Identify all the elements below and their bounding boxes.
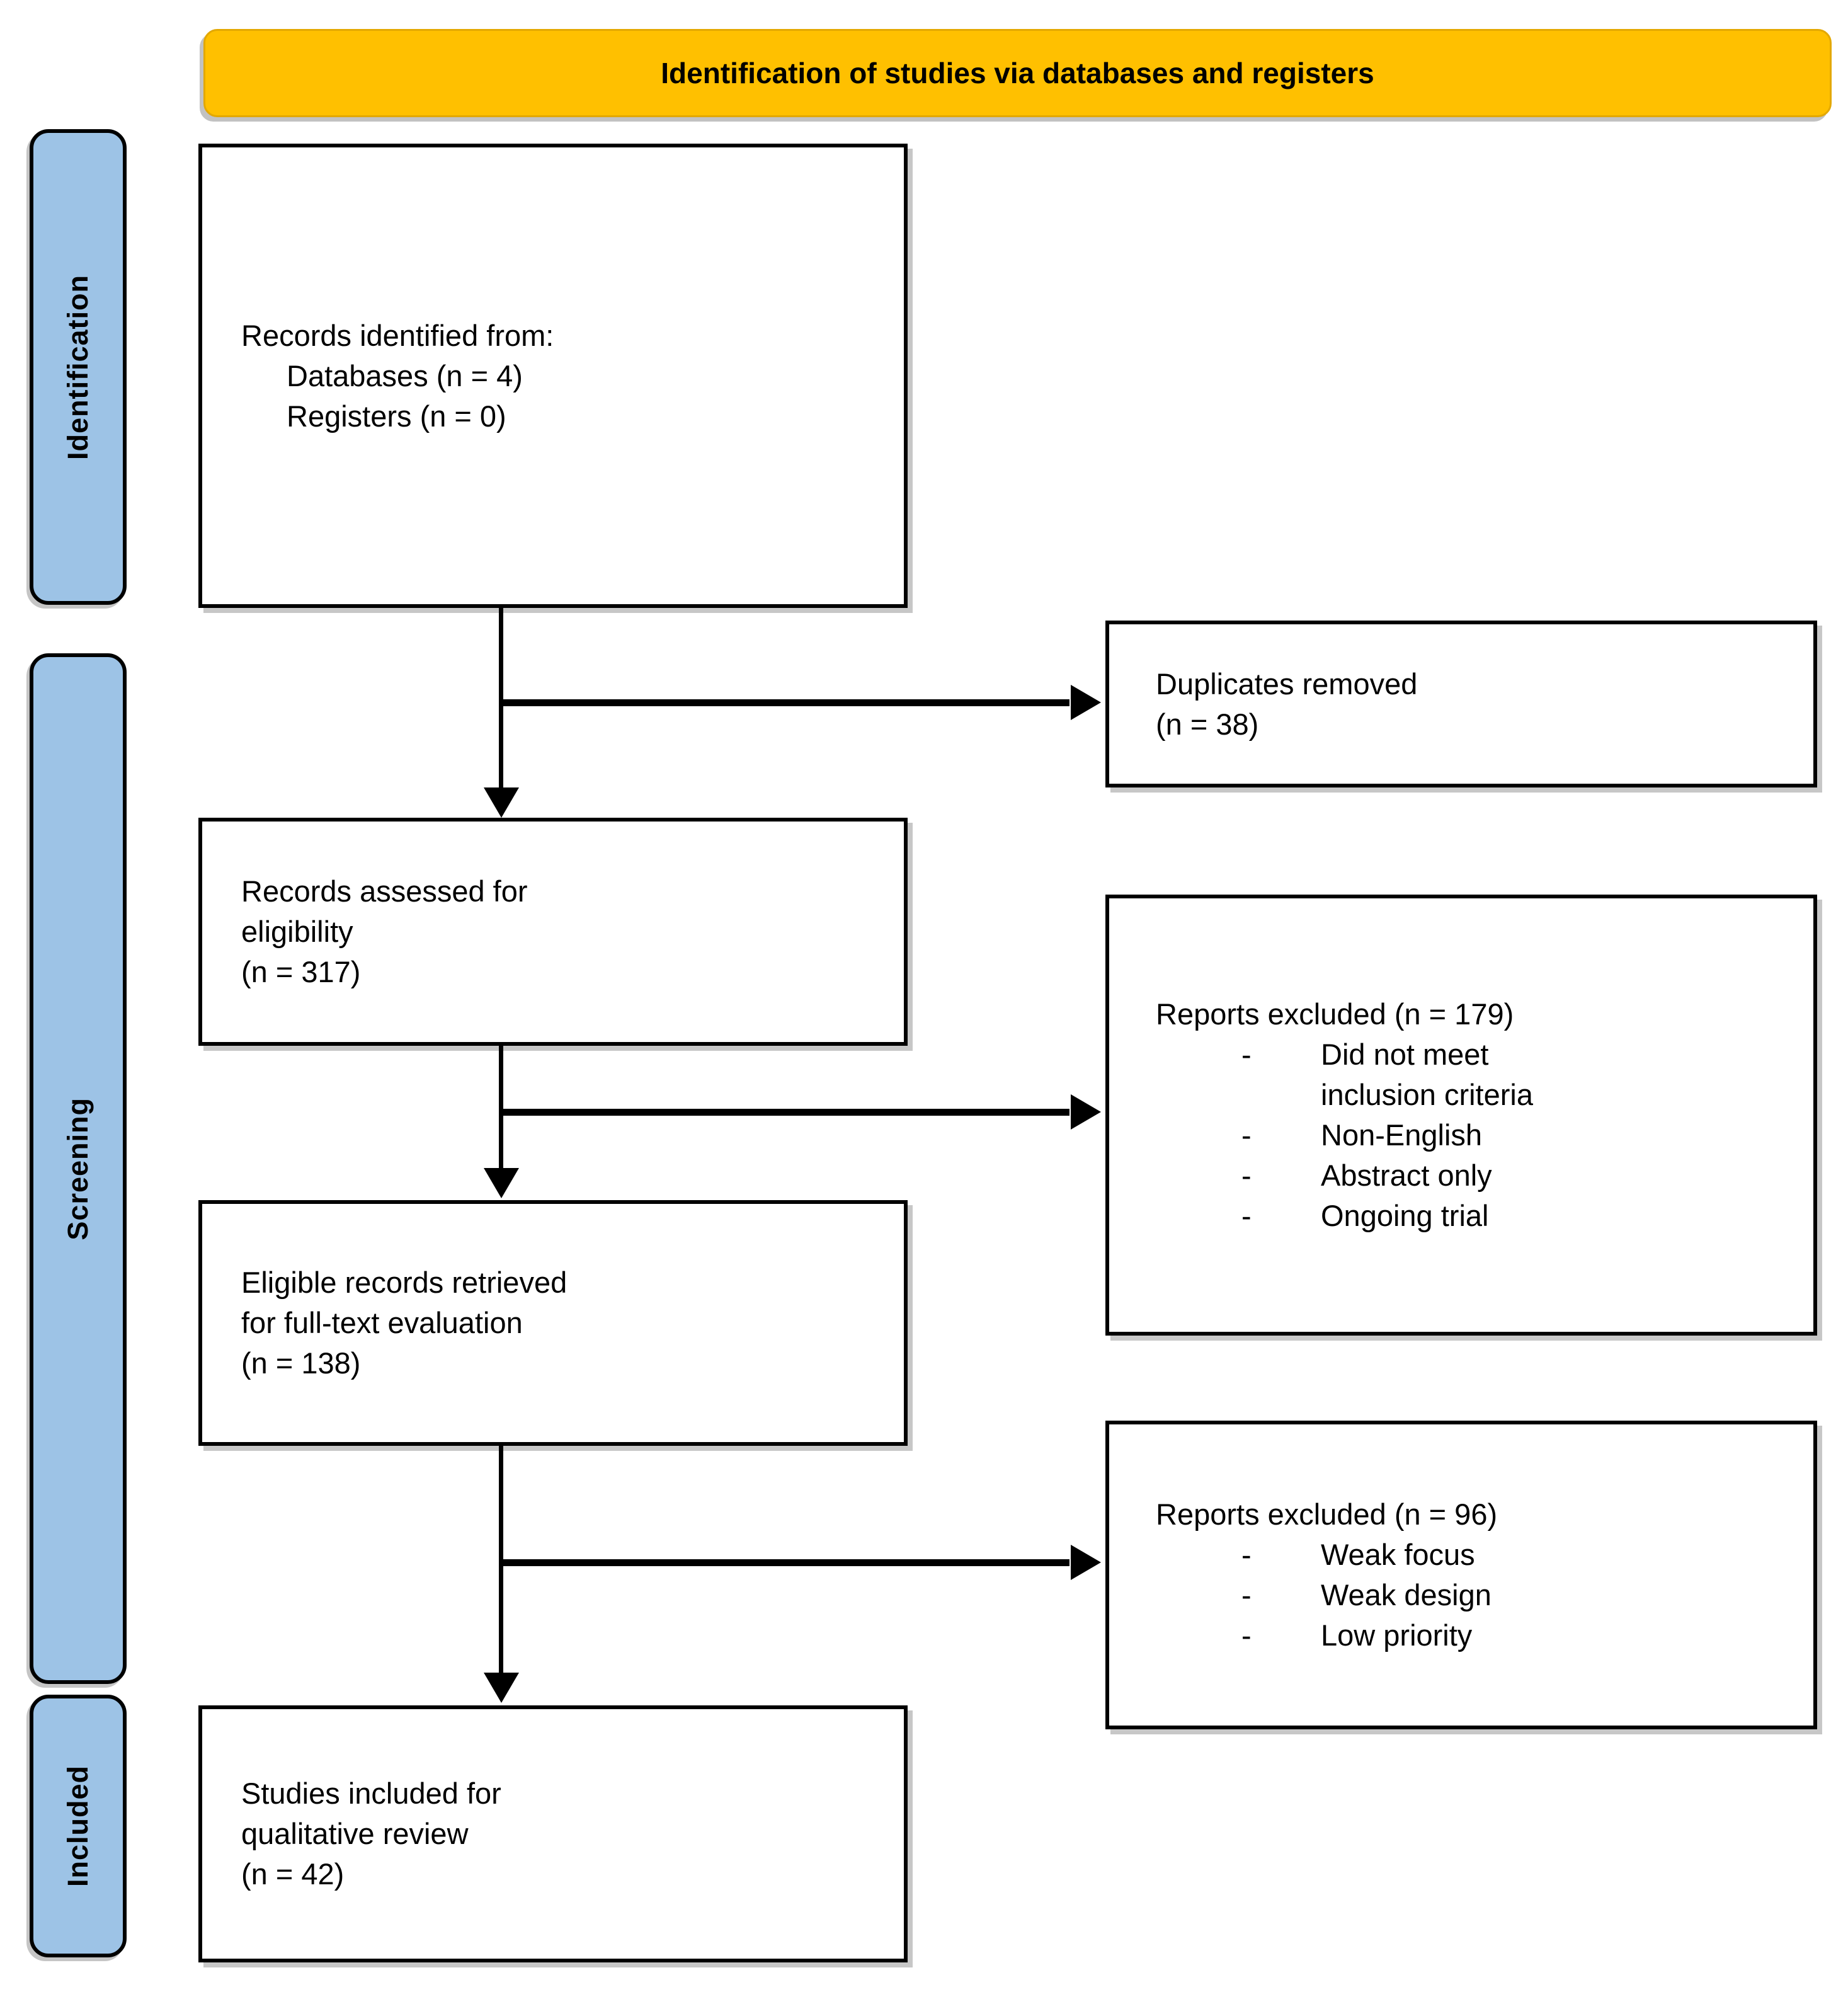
bullet-dash: - [1241,1199,1252,1232]
bullet-item: - Did not meet inclusion criteria [1241,1034,1794,1115]
bullet-label: Weak design [1321,1578,1492,1612]
bullet-label: Non-English [1321,1118,1483,1152]
box-eligible-records: Eligible records retrieved for full-text… [198,1200,908,1446]
stage-identification: Identification [30,129,127,605]
records-identified-databases: Databases (n = 4) [287,358,523,392]
bullet-label: Abstract only [1321,1159,1492,1192]
bullet-item: - Abstract only [1241,1155,1794,1196]
bullet-dash: - [1241,1118,1252,1152]
reports-excluded-screening-header: Reports excluded (n = 179) [1156,997,1514,1031]
eligible-records-line: Eligible records retrieved [241,1266,568,1299]
bullet-dash: - [1241,1618,1252,1652]
arrow-branch-duplicates-line [499,699,1069,706]
arrow-down-icon [484,1673,519,1703]
box-records-assessed: Records assessed for eligibility (n = 31… [198,818,908,1046]
records-assessed-count: (n = 317) [241,955,361,988]
studies-included-line: qualitative review [241,1817,469,1850]
stage-included-label: Included [62,1765,94,1887]
bullet-item: - Ongoing trial [1241,1196,1794,1236]
bullet-dash: - [1241,1538,1252,1571]
arrow-assessed-to-eligible-line [499,1045,503,1169]
reports-excluded-fulltext-header: Reports excluded (n = 96) [1156,1497,1498,1531]
studies-included-count: (n = 42) [241,1857,345,1891]
banner-identification-of-studies: Identification of studies via databases … [203,29,1832,117]
bullet-item: - Low priority [1241,1615,1794,1656]
box-reports-excluded-screening: Reports excluded (n = 179) - Did not mee… [1105,895,1817,1336]
box-studies-included: Studies included for qualitative review … [198,1705,908,1962]
bullet-dash: - [1241,1159,1252,1192]
box-records-identified: Records identified from: Databases (n = … [198,144,908,608]
stage-identification-label: Identification [62,274,94,460]
arrow-right-icon [1071,1545,1101,1580]
bullet-dash: - [1241,1578,1252,1612]
stage-screening: Screening [30,653,127,1684]
banner-label: Identification of studies via databases … [661,57,1374,89]
bullet-label: Did not meet inclusion criteria [1321,1038,1533,1111]
arrow-down-icon [484,787,519,818]
bullet-label: Ongoing trial [1321,1199,1489,1232]
records-assessed-line: eligibility [241,915,353,948]
bullet-label: Low priority [1321,1618,1473,1652]
records-identified-title: Records identified from: [241,318,554,352]
bullet-item: - Non-English [1241,1115,1794,1155]
eligible-records-count: (n = 138) [241,1346,361,1380]
bullet-label: Weak focus [1321,1538,1475,1571]
arrow-right-icon [1071,1094,1101,1130]
bullet-item: - Weak focus [1241,1535,1794,1575]
arrow-branch-excluded-fulltext-line [499,1559,1069,1566]
stage-screening-label: Screening [62,1097,94,1240]
arrow-right-icon [1071,685,1101,720]
bullet-item: - Weak design [1241,1575,1794,1615]
studies-included-line: Studies included for [241,1777,501,1810]
box-duplicates-removed: Duplicates removed (n = 38) [1105,621,1817,787]
arrow-down-icon [484,1168,519,1198]
records-assessed-line: Records assessed for [241,874,528,908]
duplicates-removed-line: Duplicates removed [1156,667,1418,701]
arrow-identified-to-assessed-line [499,607,503,789]
records-identified-registers: Registers (n = 0) [287,399,506,433]
eligible-records-line: for full-text evaluation [241,1306,523,1339]
arrow-branch-excluded-screening-line [499,1109,1069,1116]
duplicates-removed-count: (n = 38) [1156,707,1259,741]
box-reports-excluded-fulltext: Reports excluded (n = 96) - Weak focus -… [1105,1421,1817,1729]
stage-included: Included [30,1695,127,1957]
bullet-dash: - [1241,1038,1252,1071]
